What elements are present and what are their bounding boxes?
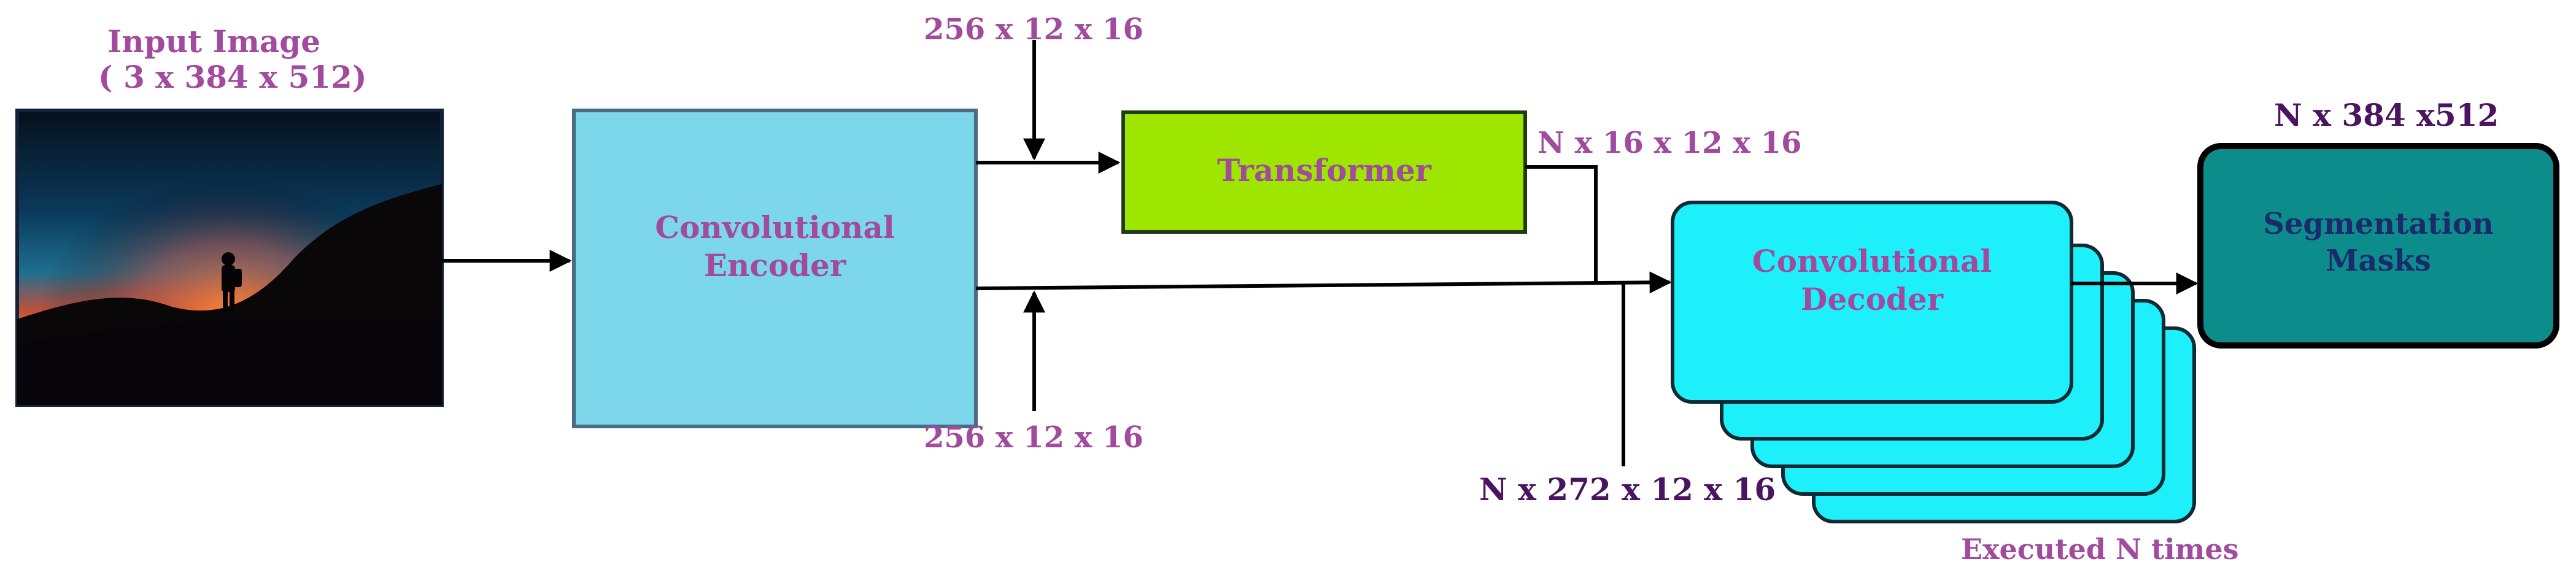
decoder-label: Convolutional Decoder [1752, 243, 1992, 317]
input-dims: ( 3 x 384 x 512) [98, 59, 367, 95]
encoder-box [572, 109, 978, 428]
transformer-to-decoder-connector [1525, 165, 1598, 282]
output-label: Segmentation Masks [2263, 207, 2494, 278]
decoder-box [1671, 201, 2073, 404]
decoder-in-dims: N x 272 x 12 x 16 [1479, 471, 1776, 507]
transformer-out-dims: N x 16 x 12 x 16 [1537, 126, 1802, 160]
input-title: Input Image [107, 23, 321, 60]
top-input-dims: 256 x 12 x 16 [924, 12, 1143, 47]
transformer-label: Transformer [1216, 152, 1432, 188]
transformer-box [1121, 110, 1527, 234]
input-image [15, 109, 444, 407]
encoder-label: Convolutional Encoder [655, 209, 895, 283]
output-box [2197, 143, 2559, 349]
decoder-repeat-note: Executed N times [1961, 533, 2239, 566]
output-dims: N x 384 x512 [2274, 97, 2499, 133]
encoder-to-decoder-arrow [975, 271, 1672, 294]
connectors [442, 40, 2199, 466]
bottom-input-dims: 256 x 12 x 16 [924, 420, 1143, 455]
